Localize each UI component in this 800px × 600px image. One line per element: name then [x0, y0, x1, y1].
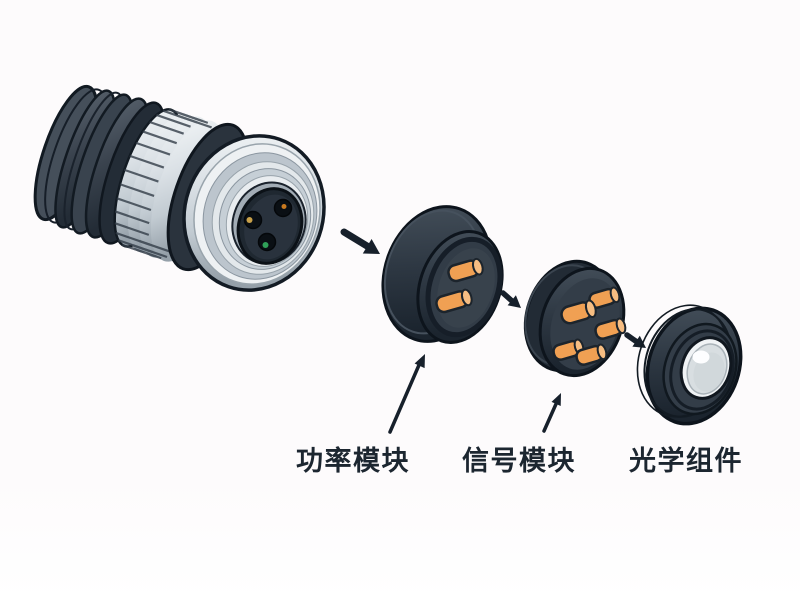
connector-housing: [33, 84, 326, 292]
signal-pin: [552, 338, 585, 361]
indicator-dot-gold: [246, 217, 253, 223]
power-pin: [435, 288, 473, 314]
callout-arrow-signal: [542, 393, 561, 433]
optical-component: [636, 304, 743, 426]
connector-socket-insert: [236, 187, 304, 265]
lens-highlight: [692, 350, 710, 364]
label-optical-component: 光学组件: [629, 446, 743, 476]
signal-pin: [575, 343, 608, 366]
power-module: [381, 205, 504, 344]
contact-hole: [243, 210, 263, 230]
contact-hole: [257, 232, 277, 252]
power-pin: [447, 257, 484, 283]
indicator-dot-orange: [281, 204, 287, 209]
indicator-dot-green: [262, 242, 269, 248]
signal-pin: [560, 299, 597, 325]
callout-arrow-power: [388, 354, 425, 434]
flow-arrow-1: [340, 228, 380, 254]
label-power-module: 功率模块: [296, 446, 410, 476]
knurl-ribs: [114, 108, 212, 260]
signal-pin: [594, 317, 627, 340]
signal-module: [523, 259, 627, 378]
flow-arrow-2: [500, 290, 521, 308]
label-signal-module: 信号模块: [462, 446, 576, 476]
